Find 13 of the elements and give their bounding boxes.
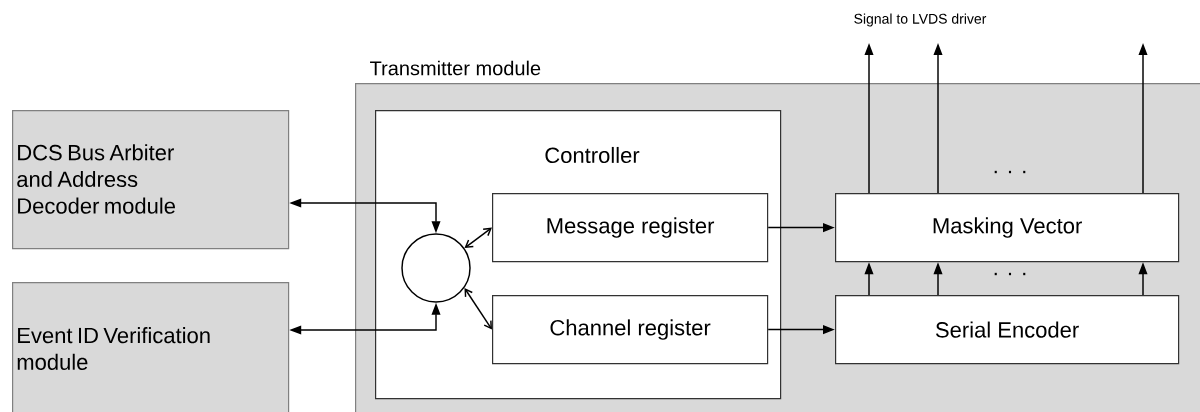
circle-symbol [401, 233, 471, 303]
module-box: Event ID Verification module [12, 282, 290, 412]
arrow [464, 287, 492, 330]
block-box: Channel register [492, 295, 769, 365]
arrow [464, 227, 492, 249]
ellipsis: . . . [994, 272, 1026, 276]
block-box: Masking Vector [835, 193, 1180, 263]
module-box: DCS Bus Arbiter and Address Decoder module [12, 110, 290, 250]
box-heading: Transmitter module [370, 60, 541, 76]
block-box: Serial Encoder [835, 295, 1180, 365]
box-heading: Controller [545, 146, 640, 164]
signal-label: Signal to LVDS driver [854, 13, 987, 27]
block-box: Message register [492, 193, 769, 263]
